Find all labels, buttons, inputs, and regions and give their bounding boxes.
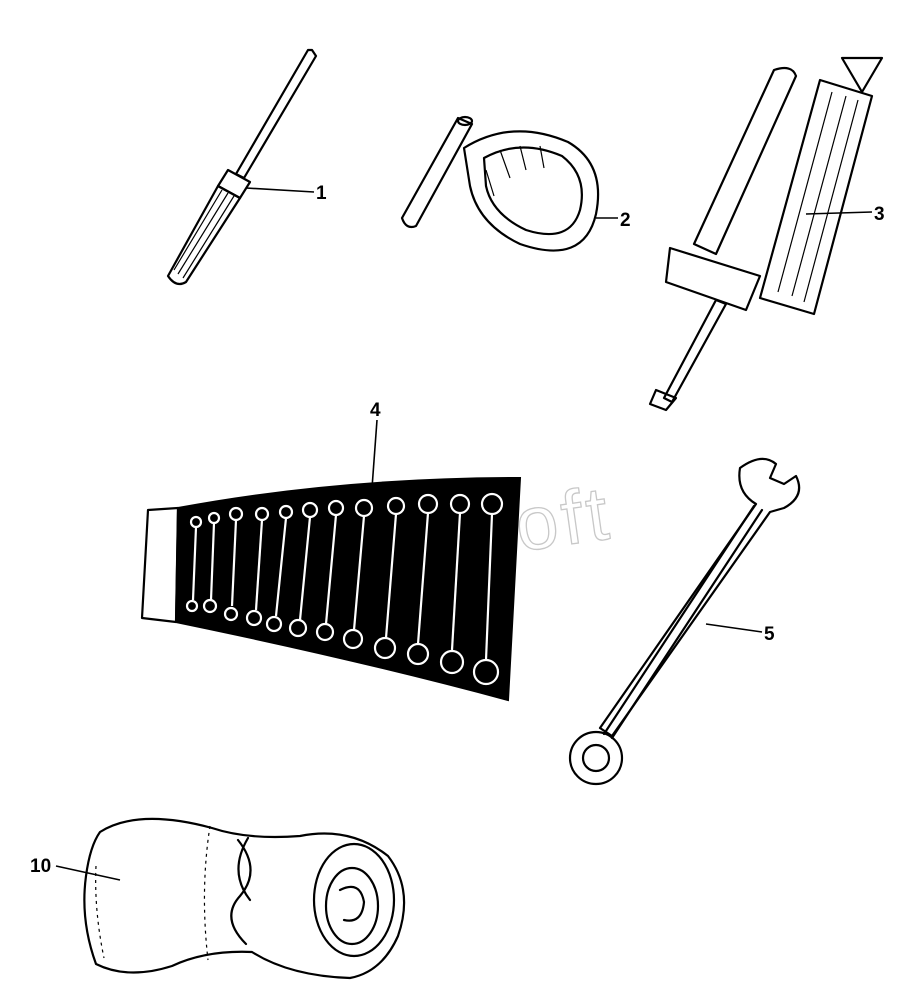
wrench-4-icon: [245, 506, 270, 627]
combination-wrench-set-roll-icon: [140, 476, 522, 702]
callout-1: 1: [316, 183, 327, 204]
oil-filter-strap-wrench-icon: [400, 115, 600, 252]
wrench-1-icon: [185, 515, 203, 613]
callout-4: 4: [370, 400, 381, 421]
combination-wrench-icon: [568, 457, 801, 786]
callout-3: 3: [874, 204, 885, 225]
wrench-3-icon: [223, 506, 244, 622]
wrench-12-icon: [472, 492, 504, 686]
wrench-11-icon: [439, 493, 471, 675]
wrench-5-icon: [265, 504, 294, 633]
wrench-10-icon: [406, 493, 439, 666]
leader-line-1: [245, 187, 315, 193]
wrench-6-icon: [288, 501, 319, 638]
screwdriver-icon: [166, 48, 318, 286]
leader-line-4: [371, 419, 378, 489]
leader-line-10: [55, 865, 121, 881]
callout-10: 10: [30, 856, 51, 877]
leader-line-3: [805, 211, 873, 215]
tool-bag-icon: [83, 817, 406, 980]
grease-gun-icon: [648, 56, 884, 412]
callout-5: 5: [764, 624, 775, 645]
callout-2: 2: [620, 210, 631, 231]
wrench-2-icon: [202, 511, 221, 614]
wrench-7-icon: [315, 499, 345, 642]
wrench-9-icon: [373, 496, 406, 660]
leader-line-5: [705, 623, 763, 633]
wrench-8-icon: [342, 498, 374, 650]
